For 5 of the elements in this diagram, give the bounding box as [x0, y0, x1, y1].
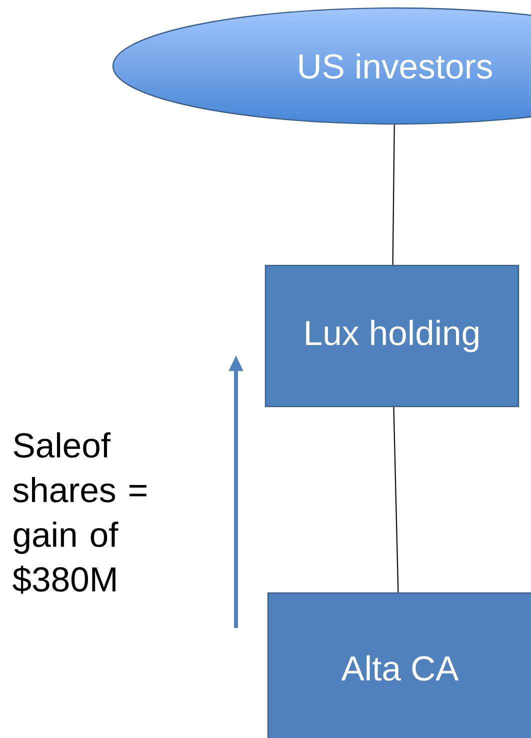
- connector-line: [392, 124, 395, 265]
- company-box: Alta CA: [267, 592, 531, 738]
- note-text: Saleof shares = gain of $380M: [12, 432, 146, 594]
- company-box: Lux holding: [264, 264, 520, 408]
- connector-line: [393, 407, 399, 592]
